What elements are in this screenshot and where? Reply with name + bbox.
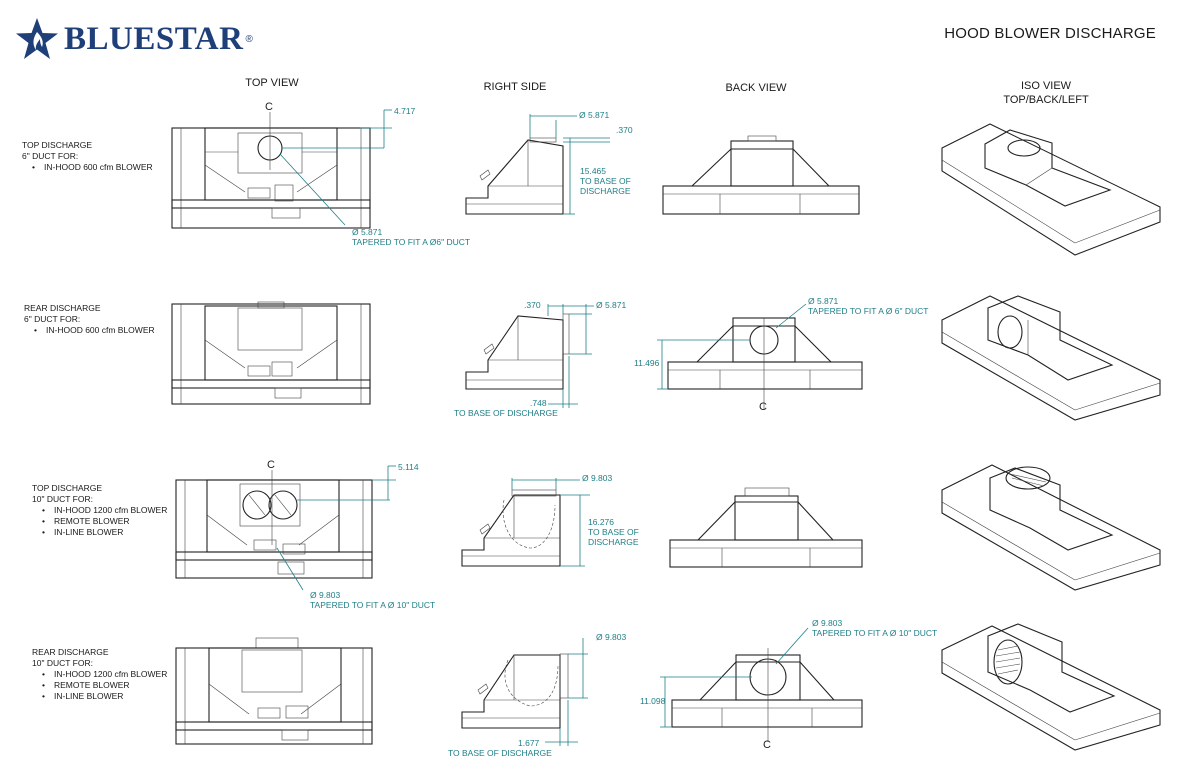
centerline-mark: C [265,101,273,113]
dim-side-lip-row-2: .370 [524,300,541,310]
right-side-row-4 [461,638,588,746]
dim-side-height-note2-row-3: DISCHARGE [588,537,639,547]
dim-side-height-row-3: 16.276 [588,517,614,527]
row-4-item: IN-LINE BLOWER [42,691,167,702]
row-2-subtitle: 6" DUCT FOR: [24,314,81,324]
centerline-mark: C [763,739,771,751]
row-4-title: REAR DISCHARGE [32,647,109,657]
brand-logo: BLUESTAR ® [14,14,253,64]
dim-side-depth-note-row-4: TO BASE OF DISCHARGE [448,748,552,758]
row-1-subtitle: 6" DUCT FOR: [22,151,79,161]
dim-side-height-note1-row-1: TO BASE OF [580,176,631,186]
dim-back-height-row-4: 11.098 [640,696,666,706]
dim-top-offset-row-3: 5.114 [398,462,419,472]
dim-top-dia-row-1: Ø 5.871 [352,227,383,237]
dim-back-dia-row-2: Ø 5.871 [808,296,839,306]
dim-side-height-row-1: 15.465 [580,166,606,176]
top-view-row-1: C [171,101,392,229]
dim-side-dia-row-2: Ø 5.871 [596,300,627,310]
back-view-row-3 [669,487,863,568]
dim-top-offset-row-1: 4.717 [394,106,416,116]
dim-side-depth-note-row-2: TO BASE OF DISCHARGE [454,408,558,418]
view-title-top: TOP VIEW [245,77,299,89]
dim-back-height-row-2: 11.496 [634,358,660,368]
row-4-subtitle: 10" DUCT FOR: [32,658,93,668]
row-2-title: REAR DISCHARGE [24,303,101,313]
row-1-title: TOP DISCHARGE [22,140,93,150]
view-title-iso: ISO VIEW TOP/BACK/LEFT [996,79,1096,107]
iso-view-row-1 [941,123,1161,256]
registered-mark: ® [245,33,253,45]
right-side-row-3 [461,478,590,567]
dim-back-dia-row-4: Ø 9.803 [812,618,843,628]
dim-back-dia-note-row-4: TAPERED TO FIT A Ø 10" DUCT [812,628,938,638]
dim-side-lip-row-1: .370 [616,125,633,135]
row-3-subtitle: 10" DUCT FOR: [32,494,93,504]
brand-name: BLUESTAR [64,20,244,57]
row-4-item: REMOTE BLOWER [42,680,167,691]
dim-side-height-note1-row-3: TO BASE OF [588,527,639,537]
dim-back-dia-note-row-2: TAPERED TO FIT A Ø 6" DUCT [808,306,929,316]
dim-side-dia-row-3: Ø 9.803 [582,473,613,483]
centerline-mark: C [267,459,275,471]
top-view-row-3: C [175,459,396,591]
dim-side-dia-row-4: Ø 9.803 [596,632,627,642]
back-view-row-2: C [657,303,863,413]
view-title-back: BACK VIEW [725,82,787,94]
iso-view-row-2 [941,295,1161,421]
dim-side-depth-row-2: .748 [530,398,547,408]
iso-view-row-3 [941,464,1161,591]
back-view-row-4: C [660,627,863,751]
document-title: HOOD BLOWER DISCHARGE [944,25,1156,42]
row-3-item: REMOTE BLOWER [42,516,167,527]
row-4-item: IN-HOOD 1200 cfm BLOWER [42,669,167,680]
row-label-1: TOP DISCHARGE 6" DUCT FOR: IN-HOOD 600 c… [22,140,153,173]
dim-side-dia-row-1: Ø 5.871 [579,110,610,120]
back-view-row-1 [662,135,860,215]
row-3-item: IN-HOOD 1200 cfm BLOWER [42,505,167,516]
dim-side-height-note2-row-1: DISCHARGE [580,186,631,196]
row-3-item: IN-LINE BLOWER [42,527,167,538]
row-3-title: TOP DISCHARGE [32,483,103,493]
top-view-row-4 [175,637,373,745]
right-side-row-1 [465,114,610,215]
top-view-row-2 [171,301,371,405]
row-1-item: IN-HOOD 600 cfm BLOWER [32,162,153,173]
row-label-3: TOP DISCHARGE 10" DUCT FOR: IN-HOOD 1200… [32,483,167,538]
row-2-item: IN-HOOD 600 cfm BLOWER [34,325,155,336]
centerline-mark: C [759,401,767,413]
iso-view-row-4 [941,623,1161,751]
dim-top-dia-note-row-3: TAPERED TO FIT A Ø 10" DUCT [310,600,436,610]
view-title-iso-line2: TOP/BACK/LEFT [1003,94,1089,106]
view-title-right: RIGHT SIDE [483,81,547,93]
dim-side-depth-row-4: 1.677 [518,738,540,748]
right-side-row-2 [465,304,594,408]
star-flame-icon [16,18,58,59]
row-label-2: REAR DISCHARGE 6" DUCT FOR: IN-HOOD 600 … [24,303,155,336]
view-title-iso-line1: ISO VIEW [1020,80,1072,92]
dim-top-dia-row-3: Ø 9.803 [310,590,341,600]
dim-top-dia-note-row-1: TAPERED TO FIT A Ø6" DUCT [352,237,471,247]
row-label-4: REAR DISCHARGE 10" DUCT FOR: IN-HOOD 120… [32,647,167,702]
